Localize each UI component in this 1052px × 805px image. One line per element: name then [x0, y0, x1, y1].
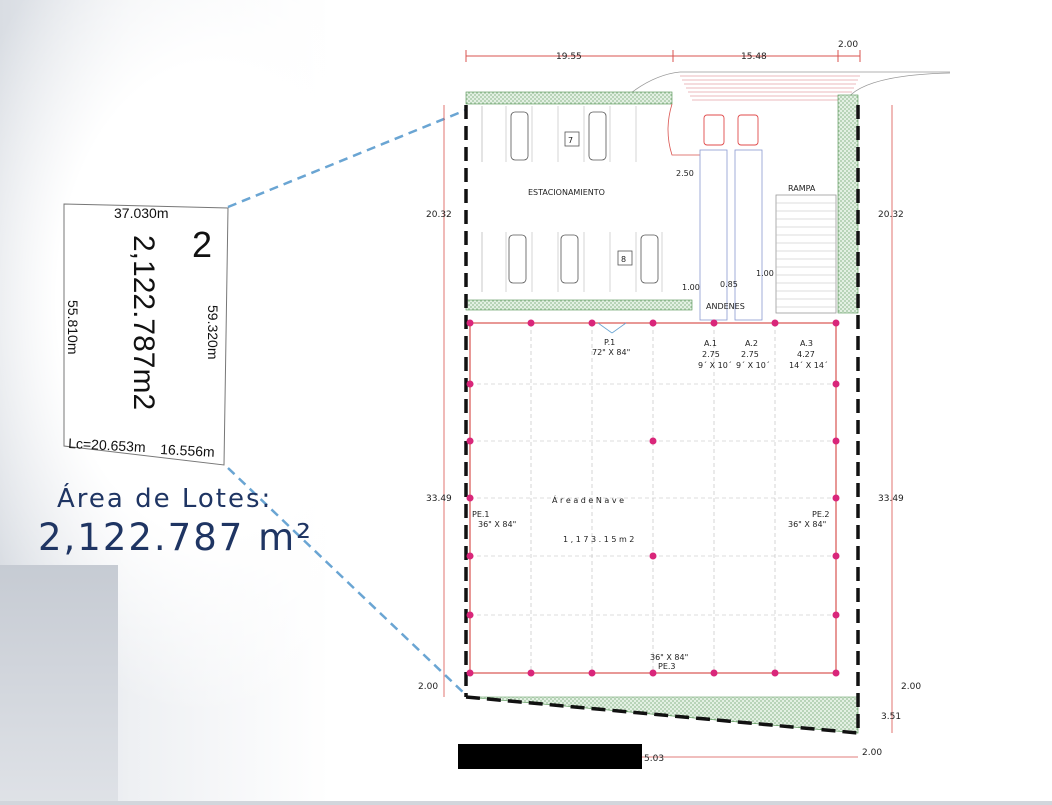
lot-area-value: 2,122.787 m² — [38, 516, 313, 559]
dim-1-00-a: 1.00 — [682, 283, 700, 292]
door-pe2-size: 36" X 84" — [788, 520, 826, 529]
dim-right-upper: 20.32 — [878, 210, 904, 220]
leader-line-bottom — [227, 467, 467, 696]
truck-icons — [703, 114, 759, 146]
lot-outline — [63, 203, 229, 466]
parking-space-7: 7 — [568, 136, 573, 145]
dock-lanes — [699, 149, 763, 321]
dock-a2-size: 9´ X 10´ — [736, 360, 770, 370]
dim-right-bottom: 2.00 — [901, 682, 921, 692]
dim-top-right: 2.00 — [838, 40, 858, 50]
parking-space-8: 8 — [621, 255, 626, 264]
lot-bottom-dimension: 16.556m — [160, 441, 215, 460]
car-icon — [640, 234, 659, 284]
dim-top-mid: 15.48 — [741, 52, 767, 62]
green-strip-top — [465, 91, 673, 105]
dock-a3-dim: 4.27 — [797, 350, 815, 359]
ramp: RAMPA — [775, 184, 837, 314]
lot-right-dimension: 59.320m — [205, 305, 221, 359]
lot-left-dimension: 55.810m — [65, 300, 81, 354]
dock-a3-name: A.3 — [800, 339, 813, 348]
top-dimensions: 19.55 15.48 2.00 — [465, 40, 861, 62]
warehouse-area: P.1 72" X 84" A.1 2.75 9´ X 10´ A.2 2.75… — [466, 319, 840, 677]
lot-top-dimension: 37.030m — [114, 205, 168, 221]
door-p1-size: 72" X 84" — [592, 348, 630, 357]
dim-left-bottom: 2.00 — [418, 682, 438, 692]
green-strip-right — [837, 94, 859, 314]
dim-right-lower: 33.49 — [878, 494, 904, 504]
dim-left-lower: 33.49 — [426, 494, 452, 504]
dock-a3-size: 14´ X 14´ — [789, 360, 828, 370]
door-pe3-size: 36" X 84" — [650, 653, 688, 662]
dim-left-upper: 20.32 — [426, 210, 452, 220]
door-pe1-size: 36" X 84" — [478, 520, 516, 529]
dim-right-bottom-2: 3.51 — [881, 712, 901, 722]
dim-top-left: 19.55 — [556, 52, 582, 62]
background-block — [0, 565, 118, 805]
green-strip-mid — [465, 299, 693, 311]
dock-a1-name: A.1 — [704, 339, 717, 348]
redaction-bar — [458, 744, 642, 769]
dim-0-85: 0.85 — [720, 280, 738, 289]
dock-a1-dim: 2.75 — [702, 350, 720, 359]
docks-label: ANDENES — [706, 302, 745, 311]
car-icon — [508, 234, 527, 284]
door-p1-name: P.1 — [604, 338, 615, 347]
door-pe3-name: PE.3 — [658, 662, 676, 671]
car-icon — [560, 234, 579, 284]
dim-2-50: 2.50 — [676, 169, 694, 178]
lot-lc-dimension: Lc=20.653m — [68, 435, 146, 455]
property-boundary — [464, 105, 860, 735]
warehouse-label: Á r e a d e N a v e — [552, 494, 624, 505]
leader-line-top — [227, 108, 467, 209]
dim-bottom-mid: 5.03 — [644, 754, 664, 764]
ramp-label: RAMPA — [788, 184, 816, 193]
dock-a2-name: A.2 — [745, 339, 758, 348]
lot-area-title: Área de Lotes: — [57, 484, 273, 514]
door-pe1-name: PE.1 — [472, 510, 490, 519]
street-access — [619, 71, 951, 103]
side-dimensions: 20.32 20.32 33.49 33.49 2.00 2.00 3.51 5… — [418, 105, 921, 764]
dim-1-00-b: 1.00 — [756, 269, 774, 278]
lot-number: 2 — [192, 224, 212, 265]
lot-area-rotated: 2,122.787m2 — [127, 235, 160, 410]
warehouse-area-value: 1 , 1 7 3 . 1 5 m 2 — [563, 535, 634, 544]
bottom-divider — [0, 801, 1052, 805]
car-icon — [510, 111, 529, 161]
dock-a1-size: 9´ X 10´ — [698, 360, 732, 370]
parking-area: 7 8 ESTACIONAMIENTO 2.50 — [481, 103, 700, 292]
dock-a2-dim: 2.75 — [741, 350, 759, 359]
dim-bottom-right: 2.00 — [862, 748, 882, 758]
door-pe2-name: PE.2 — [812, 510, 830, 519]
car-icon — [588, 111, 607, 161]
parking-label: ESTACIONAMIENTO — [528, 188, 605, 197]
columns — [466, 319, 840, 677]
